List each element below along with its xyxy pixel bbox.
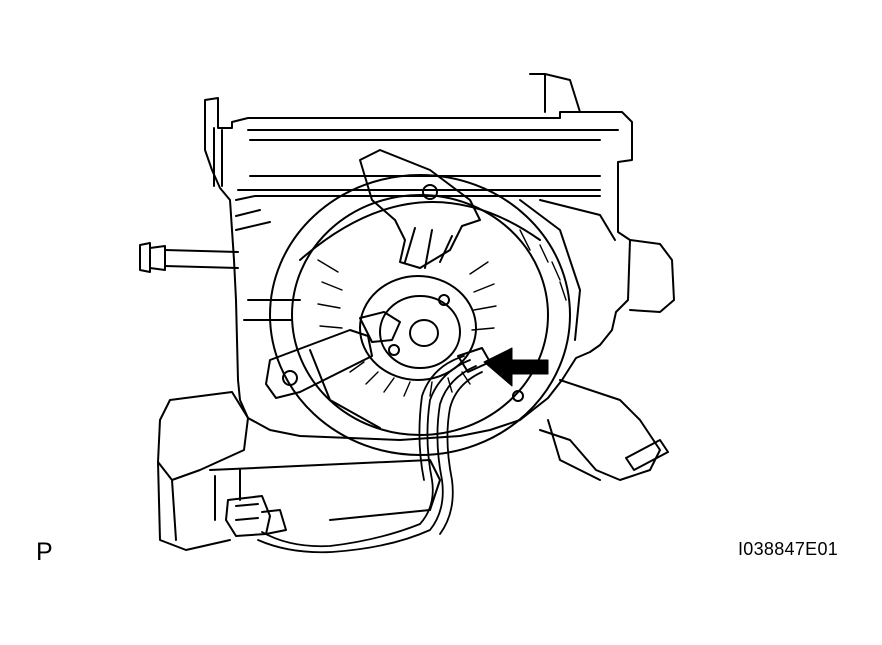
fan-scroll bbox=[269, 174, 581, 456]
lower-case bbox=[157, 239, 675, 551]
callout-arrow bbox=[483, 347, 549, 387]
lower-bracket bbox=[265, 329, 524, 402]
blower-housing bbox=[204, 73, 633, 441]
connector-plug bbox=[225, 495, 287, 537]
corner-letter: P bbox=[36, 538, 53, 566]
figure-id: I038847E01 bbox=[738, 539, 839, 559]
motor-hub bbox=[359, 275, 477, 381]
top-bracket bbox=[359, 149, 481, 269]
wire-harness bbox=[257, 355, 483, 554]
left-shaft-stub bbox=[139, 242, 239, 273]
